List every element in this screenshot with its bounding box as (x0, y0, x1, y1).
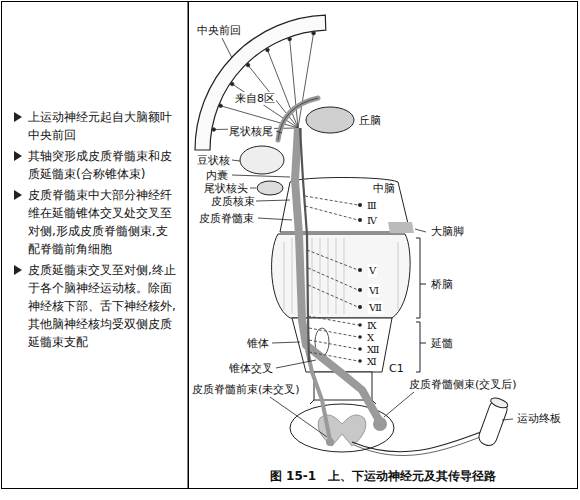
neuron-dot (212, 128, 216, 132)
part-label: 皮质脊髓束 (198, 212, 255, 225)
part-label: 锥体交叉 (228, 362, 274, 375)
part-label: 延髓 (430, 337, 454, 350)
part-label: 豆状核 (196, 154, 231, 167)
part-label: 中央前回 (196, 24, 242, 37)
neuron-dot (219, 104, 223, 108)
bullet-marker (14, 265, 22, 275)
neuron-dot (312, 31, 316, 35)
nerve-nucleus-number: Ⅺ (366, 355, 378, 368)
nerve-nucleus-number: Ⅲ (366, 199, 378, 212)
neuron-dot (246, 63, 250, 67)
part-label: 运动终板 (516, 412, 562, 425)
part-label: 大脑脚 (430, 225, 465, 238)
bullet-row: 皮质脊髓束中大部分神经纤维在延髓锥体交叉处交叉至对侧,形成皮质脊髓侧束,支配脊髓… (12, 186, 182, 258)
nerve-nucleus-number: Ⅳ (366, 214, 378, 227)
part-label: 中脑 (372, 182, 396, 195)
bullet-text: 上运动神经元起自大脑额叶中央前回 (28, 108, 176, 144)
part-label: 皮质核束 (210, 195, 256, 208)
part-label: 桥脑 (430, 278, 454, 291)
part-label: 来自8区 (234, 92, 276, 105)
bullet-row: 其轴突形成皮质脊髓束和皮质延髓束(合称锥体束) (12, 147, 182, 183)
part-label: 皮质脊髓前束(未交叉) (191, 383, 301, 396)
bullet-row: 皮质延髓束交叉至对侧,终止于各个脑神经运动核。除面神经核下部、舌下神经核外,其他… (12, 261, 182, 351)
text-cell: 上运动神经元起自大脑额叶中央前回其轴突形成皮质脊髓束和皮质延髓束(合称锥体束)皮… (1, 1, 189, 489)
fibre-line (267, 50, 298, 128)
bullet-marker (14, 151, 22, 161)
bullet-row: 上运动神经元起自大脑额叶中央前回 (12, 108, 182, 144)
neuron-dot (230, 82, 234, 86)
bullet-text: 皮质脊髓束中大部分神经纤维在延髓锥体交叉处交叉至对侧,形成皮质脊髓侧束,支配脊髓… (28, 186, 176, 258)
nerve-nucleus-number: Ⅴ (368, 264, 377, 277)
neuron-dot (266, 48, 270, 52)
part-label: 丘脑 (358, 114, 382, 127)
part-label: 内囊 (205, 169, 229, 182)
part-label: 尾状核头 (203, 182, 249, 195)
bullet-marker (14, 190, 22, 200)
neuron-dot (288, 37, 292, 41)
part-label: C1 (388, 362, 405, 375)
part-label: 皮质脊髓侧束(交叉后) (408, 378, 518, 391)
nerve-nucleus-number: Ⅶ (368, 301, 383, 314)
figure-caption: 图 15-1 上、下运动神经元及其传导径路 (270, 468, 496, 485)
part-label: 尾状核尾 (228, 125, 274, 138)
nerve-nucleus-number: Ⅵ (368, 284, 380, 297)
bullet-text: 其轴突形成皮质脊髓束和皮质延髓束(合称锥体束) (28, 147, 176, 183)
bullet-marker (14, 112, 22, 122)
fibre-line (232, 84, 298, 128)
bullet-text: 皮质延髓束交叉至对侧,终止于各个脑神经运动核。除面神经核下部、舌下神经核外,其他… (28, 261, 176, 351)
part-label: 锥体 (246, 337, 270, 350)
